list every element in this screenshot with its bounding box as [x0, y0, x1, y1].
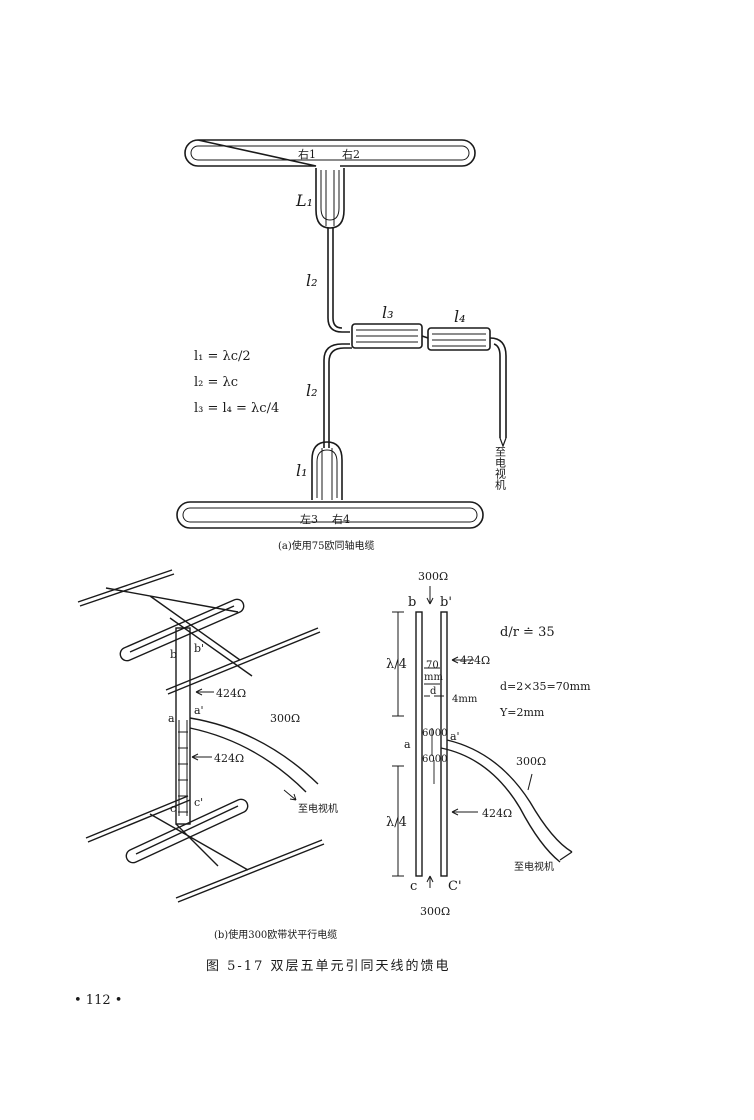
- label-l1-bottom: l₁: [296, 461, 308, 480]
- balun-loop-bottom: [311, 441, 343, 500]
- label-c-dim-6000-top: 6000: [422, 728, 447, 739]
- label-c-dim-4mm: 4mm: [452, 694, 478, 705]
- label-b-b: b: [170, 648, 177, 661]
- label-c-to-tv: 至电视机: [514, 860, 554, 873]
- label-c-a: a: [404, 738, 411, 751]
- label-b-424-top: 424Ω: [216, 687, 246, 700]
- lower-element-2: [175, 839, 325, 903]
- label-c-ratio: d/r ≐ 35: [500, 625, 555, 640]
- parallel-line-vertical: [175, 627, 191, 825]
- lower-folded-dipole: [125, 798, 249, 864]
- formula-2: l₂ = λc: [194, 375, 238, 390]
- dim-lambda-bot: [392, 765, 404, 877]
- label-c-d-eq: d=2×35=70mm: [500, 680, 591, 693]
- rod-right: [440, 611, 448, 877]
- label-l2-top: l₂: [306, 271, 318, 290]
- label-c-dim-d: d: [430, 686, 437, 697]
- label-b-to-tv: 至电视机: [298, 802, 338, 815]
- label-l4: l₄: [454, 307, 466, 326]
- diagram-a: [176, 139, 507, 529]
- label-bottom-left: 左3: [300, 513, 318, 526]
- diagram-b: [77, 569, 325, 903]
- label-c-424-bot: 424Ω: [482, 807, 512, 820]
- label-c-b: b: [408, 595, 416, 610]
- label-b-a: a: [168, 712, 175, 725]
- label-b-cprime: c': [194, 796, 203, 809]
- diagram-c-labels: 300Ω 300Ω b b' a a' c C' λ/4 λ/4 424Ω 42…: [386, 570, 591, 918]
- cable-l2-bottom: [323, 343, 352, 448]
- label-bottom-right: 右4: [332, 512, 350, 526]
- ribbon-cable-300: [189, 717, 319, 793]
- label-b-300: 300Ω: [270, 712, 300, 725]
- label-c-top-300: 300Ω: [418, 570, 448, 583]
- lower-element-1: [85, 795, 191, 843]
- upper-folded-dipole: [119, 598, 245, 662]
- cable-l2-top: [327, 228, 350, 333]
- label-b-bprime: b': [194, 642, 204, 655]
- caption-b: (b)使用300欧带状平行电缆: [214, 928, 337, 941]
- ribbon-cable-300-c: [440, 739, 573, 863]
- formula-3: l₃ = l₄ = λc/4: [194, 401, 279, 416]
- label-c-424-top: 424Ω: [460, 654, 490, 667]
- label-l3: l₃: [382, 303, 394, 322]
- label-c-cprime: C': [448, 879, 462, 894]
- label-c-dim-6000-bot: 6000: [422, 754, 447, 765]
- label-to-tv-a: 至电视机: [494, 446, 507, 490]
- upper-element-1: [77, 569, 175, 607]
- diagram-b-labels: b b' a a' c c' 424Ω 424Ω 300Ω 至电视机 (b)使用…: [168, 642, 338, 941]
- caption-a: (a)使用75欧同轴电缆: [278, 539, 375, 552]
- label-c-dim-mm: mm: [424, 672, 443, 683]
- upper-element-3: [165, 627, 321, 695]
- label-c-300-cable: 300Ω: [516, 755, 546, 768]
- label-b-aprime: a': [194, 704, 204, 717]
- label-c-dim-70: 70: [426, 660, 439, 671]
- label-c-aprime: a': [450, 730, 460, 743]
- label-c-bprime: b': [440, 595, 452, 610]
- figure-caption: 图 5-17 双层五单元引同天线的馈电: [206, 958, 450, 974]
- rod-left: [415, 611, 423, 877]
- label-l2-bottom: l₂: [306, 381, 318, 400]
- segment-l4: [427, 327, 491, 351]
- diagram-a-labels: 右1 右2 L₁ l₂ l₃ l₄ l₂ l₁ 左3 右4 至电视机 l₁ = …: [194, 147, 507, 552]
- label-top-right: 右2: [342, 147, 360, 161]
- bottom-folded-dipole: [176, 501, 484, 529]
- diagram-c: [392, 586, 573, 888]
- label-b-424-bot: 424Ω: [214, 752, 244, 765]
- label-c-c: c: [410, 879, 417, 894]
- dim-lambda-top: [392, 611, 404, 717]
- label-top-left: 右1: [298, 147, 316, 161]
- label-c-lambda-bot: λ/4: [386, 815, 407, 830]
- label-c-r-eq: Y=2mm: [499, 706, 545, 719]
- label-c-bot-300: 300Ω: [420, 905, 450, 918]
- top-folded-dipole: [184, 139, 476, 167]
- label-c-lambda-top: λ/4: [386, 657, 407, 672]
- balun-loop-top: [315, 168, 345, 229]
- label-b-c: c: [170, 802, 176, 815]
- page-number: • 112 •: [74, 993, 122, 1008]
- label-L1: L₁: [295, 191, 313, 210]
- formula-1: l₁ = λc/2: [194, 349, 251, 364]
